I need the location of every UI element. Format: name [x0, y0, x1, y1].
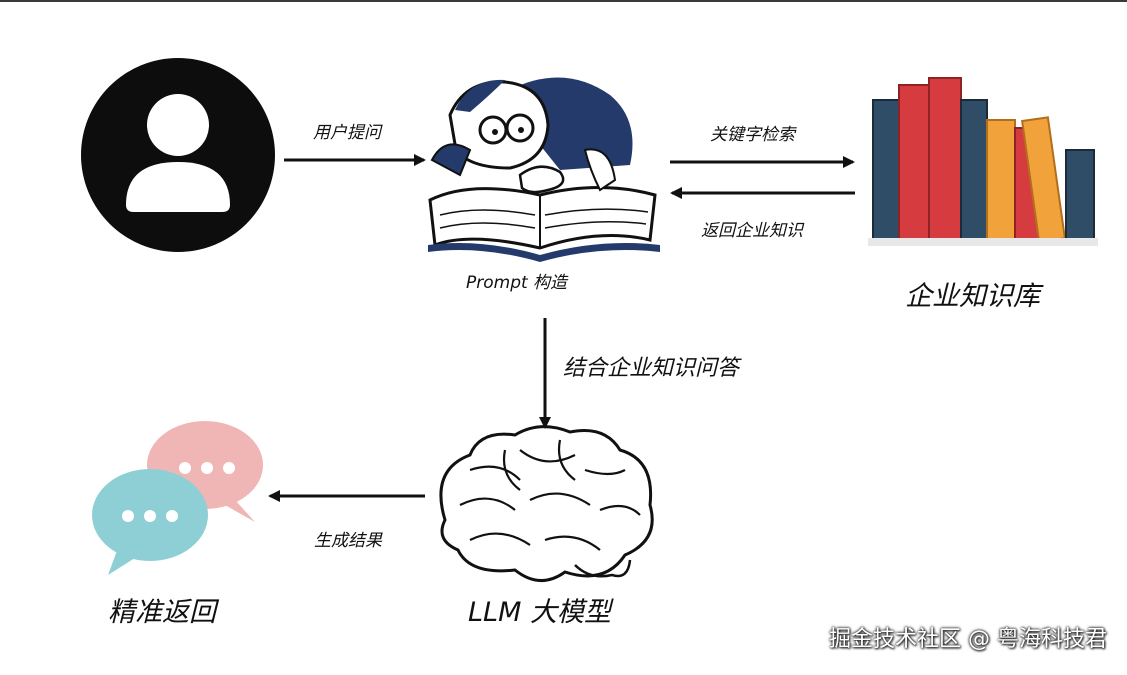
- node-label-prompt: Prompt 构造: [466, 273, 568, 293]
- chat-bubbles-icon: [92, 421, 263, 575]
- edge-label-combine-qa: 结合企业知识问答: [563, 356, 740, 381]
- user-avatar-icon: [81, 58, 275, 252]
- node-label-knowledge-base: 企业知识库: [905, 281, 1040, 312]
- top-border: [0, 0, 1127, 2]
- brain-icon: [439, 425, 654, 582]
- edge-label-keyword-search: 关键字检索: [710, 125, 795, 145]
- edge-label-generate-result: 生成结果: [314, 531, 382, 551]
- watermark-text: 掘金技术社区 @ 粤海科技君: [829, 627, 1107, 652]
- node-label-llm: LLM 大模型: [468, 597, 611, 628]
- reading-professor-icon: [428, 77, 660, 262]
- edge-label-user-question: 用户提问: [313, 123, 381, 143]
- node-label-answer: 精准返回: [108, 597, 216, 628]
- books-icon: [868, 77, 1098, 246]
- edge-label-return-knowledge: 返回企业知识: [701, 221, 803, 241]
